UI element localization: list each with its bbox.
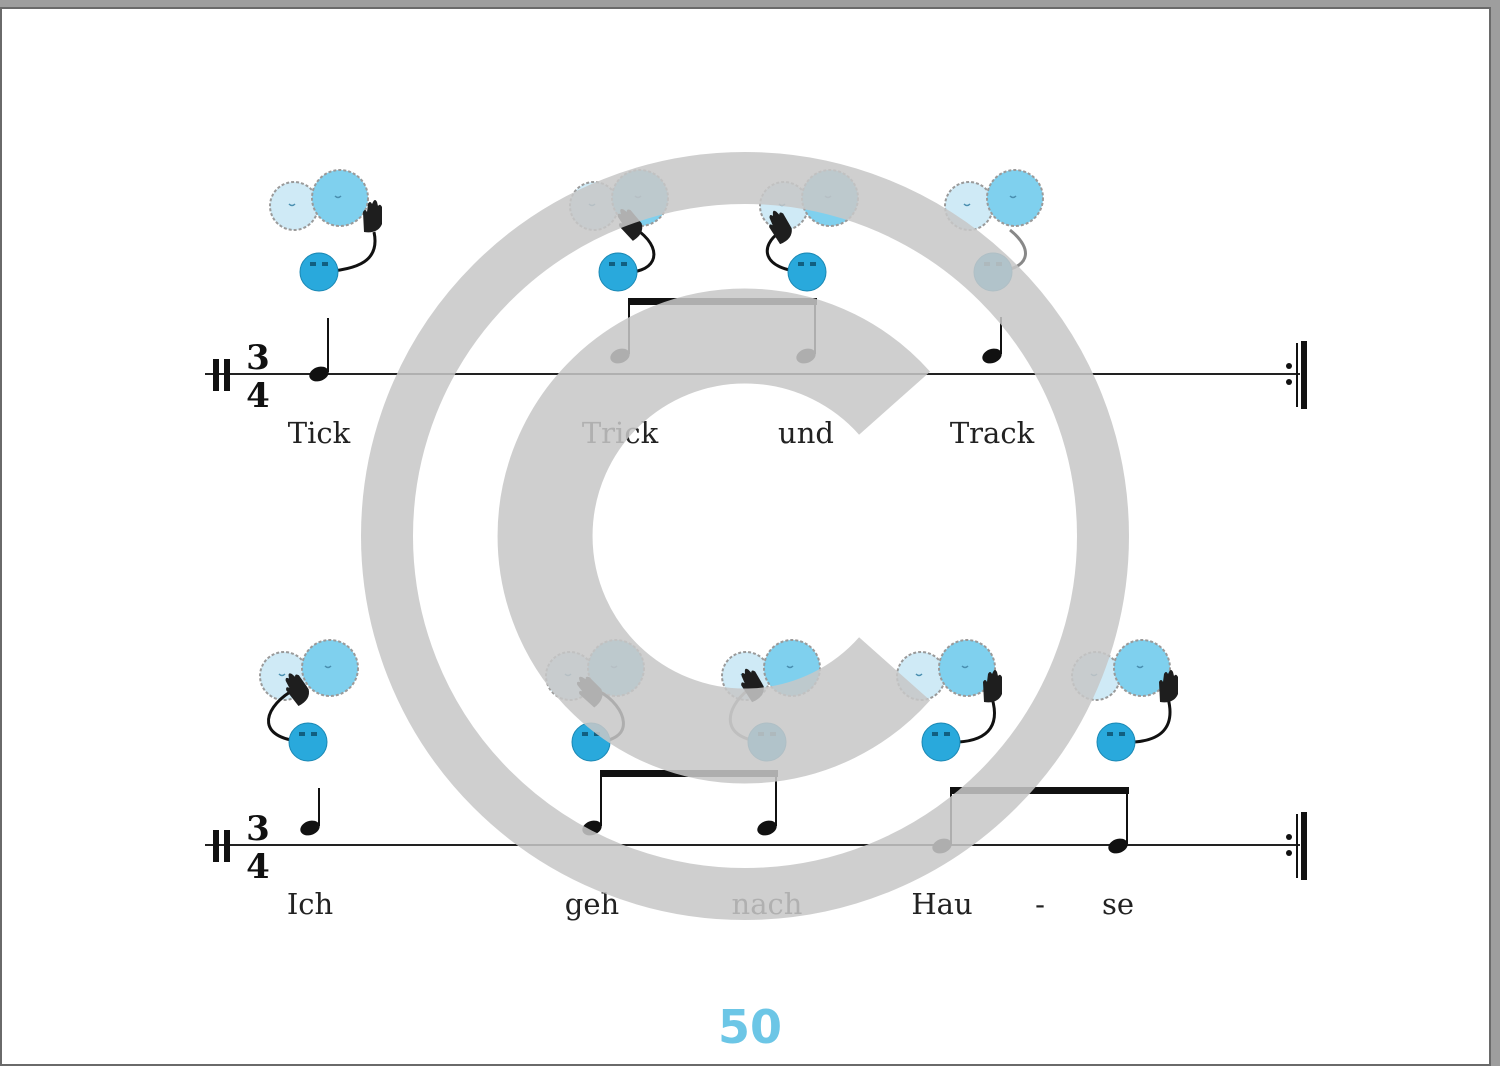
percussion-clef [213, 830, 230, 862]
drum-player-figure [759, 169, 859, 292]
quarter-note [309, 318, 329, 382]
repeat-end-barline [1286, 341, 1307, 409]
quarter-note [300, 788, 320, 836]
lyric-syllable: Track [950, 416, 1035, 450]
beam [950, 787, 1129, 794]
lyric-syllable: Ich [287, 887, 333, 921]
lyric-syllable: se [1102, 887, 1134, 921]
quarter-note [982, 317, 1002, 364]
drum-player-figure [896, 639, 1002, 762]
time-signature-top: 3 [246, 809, 270, 849]
lyric-hyphen: - [1035, 887, 1045, 921]
drum-player-figure [259, 639, 359, 762]
lyric-syllable: Hau [911, 887, 972, 921]
lyric-syllable: und [778, 416, 834, 450]
lyric-syllable: Tick [288, 416, 351, 450]
copyright-watermark [361, 152, 1129, 920]
repeat-end-barline [1286, 812, 1307, 880]
percussion-clef [213, 359, 230, 391]
time-signature-bottom: 4 [246, 376, 270, 416]
time-signature-top: 3 [246, 338, 270, 378]
drum-player-figure [569, 169, 669, 292]
drum-player-figure [1071, 639, 1178, 762]
time-signature-bottom: 4 [246, 847, 270, 887]
page-number: 50 [717, 1000, 782, 1054]
drum-player-figure [269, 169, 382, 292]
